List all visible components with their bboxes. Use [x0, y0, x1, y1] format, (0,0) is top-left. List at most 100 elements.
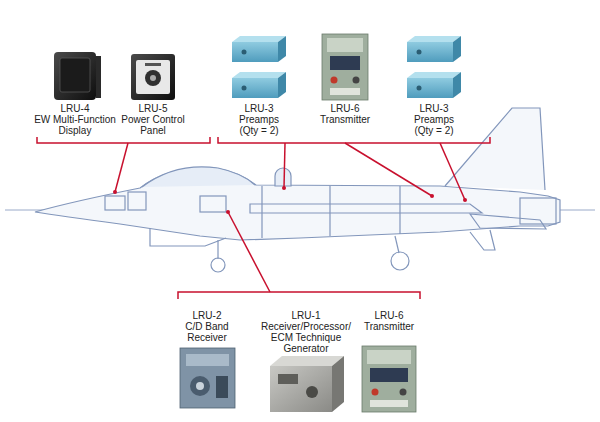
leader-dot	[282, 186, 286, 190]
aircraft-outline	[391, 252, 409, 270]
preamp-unit	[232, 36, 286, 98]
leader-dot	[226, 210, 230, 214]
aircraft-outline	[262, 186, 400, 238]
callout-bracket	[37, 137, 210, 143]
preamp-unit	[407, 72, 461, 78]
transmitter-unit	[330, 88, 360, 95]
preamp-unit	[453, 72, 461, 98]
part-number: LRU-1	[251, 310, 361, 321]
preamp-unit	[407, 42, 453, 62]
processor-unit	[270, 366, 332, 412]
part-number: LRU-2	[172, 310, 242, 321]
processor-unit	[306, 386, 318, 398]
aircraft-outline	[470, 230, 495, 250]
aircraft-outline	[250, 204, 482, 213]
preamp-unit	[232, 42, 278, 62]
receiver-unit	[216, 376, 228, 398]
transmitter-unit	[322, 34, 368, 100]
part-name: EW Multi-Function Display	[25, 114, 125, 136]
preamp-unit	[407, 36, 461, 42]
transmitter-unit	[367, 350, 411, 364]
aircraft-outline	[211, 258, 225, 272]
preamp-unit	[417, 86, 422, 91]
transmitter-unit	[330, 56, 360, 70]
power-panel	[131, 54, 175, 100]
part-name: C/D Band Receiver	[177, 321, 237, 343]
part-name: Preamps (Qty = 2)	[404, 114, 464, 136]
part-name: Receiver/Processor/ ECM Technique Genera…	[254, 321, 359, 354]
preamp-unit	[278, 36, 286, 62]
transmitter-unit	[331, 77, 338, 84]
transmitter-unit	[322, 34, 368, 100]
part-number: LRU-6	[354, 310, 424, 321]
callout-bracket	[37, 137, 490, 299]
power-panel	[131, 54, 175, 100]
part-name: Transmitter	[354, 321, 424, 332]
callout-bracket	[218, 137, 490, 143]
aircraft-outline	[275, 168, 291, 186]
receiver-unit	[180, 348, 235, 408]
processor-unit	[270, 356, 344, 412]
part-number: LRU-5	[113, 103, 193, 114]
preamp-unit	[453, 36, 461, 62]
callout-bracket	[178, 292, 420, 299]
transmitter-unit	[400, 389, 407, 396]
preamp-unit	[232, 36, 286, 42]
power-panel	[145, 70, 161, 86]
preamp-unit	[232, 78, 278, 98]
leader-dot	[113, 190, 117, 194]
aircraft-outline	[150, 228, 226, 246]
transmitter-unit	[327, 38, 363, 52]
part-number: LRU-6	[305, 103, 385, 114]
callout-bracket	[440, 143, 465, 200]
transmitter-unit	[362, 346, 416, 412]
processor-unit	[332, 356, 344, 412]
transmitter-unit	[370, 400, 408, 407]
leader-dot	[463, 198, 467, 202]
aircraft-outline	[128, 192, 146, 210]
transmitter-unit	[353, 77, 360, 84]
preamp-unit	[278, 72, 286, 98]
preamp-unit	[407, 36, 461, 98]
part-name: Power Control Panel	[113, 114, 193, 136]
aircraft-outline	[445, 108, 545, 190]
preamp-unit	[242, 50, 247, 55]
display-unit	[54, 52, 96, 100]
aircraft-outline	[217, 240, 218, 259]
part-number: LRU-3	[224, 103, 294, 114]
preamp-unit	[232, 72, 286, 78]
receiver-unit	[196, 382, 204, 390]
callout-bracket	[228, 212, 270, 292]
transmitter-unit	[362, 346, 416, 412]
part-name: Transmitter	[305, 114, 385, 125]
aircraft-outline	[5, 108, 595, 272]
receiver-unit	[180, 348, 235, 408]
leader-dot	[113, 186, 467, 214]
receiver-unit	[190, 376, 210, 396]
aircraft-outline	[395, 236, 399, 253]
processor-unit	[270, 356, 344, 366]
part-number: LRU-4	[25, 103, 125, 114]
leader-dot	[430, 194, 434, 198]
power-panel	[150, 75, 156, 81]
power-panel	[145, 63, 161, 66]
preamp-unit	[417, 50, 422, 55]
display-unit	[60, 58, 90, 92]
transmitter-unit	[370, 368, 408, 382]
aircraft-outline	[105, 196, 125, 210]
part-name: Preamps (Qty = 2)	[229, 114, 289, 136]
aircraft-outline	[200, 196, 226, 212]
receiver-unit	[186, 354, 229, 366]
part-number: LRU-3	[399, 103, 469, 114]
callout-bracket	[115, 143, 128, 192]
preamp-unit	[242, 86, 247, 91]
callout-bracket	[345, 143, 432, 196]
display-unit	[54, 52, 101, 100]
processor-unit	[278, 374, 298, 384]
display-unit	[96, 56, 101, 98]
transmitter-unit	[372, 389, 379, 396]
aircraft-outline	[520, 198, 556, 224]
